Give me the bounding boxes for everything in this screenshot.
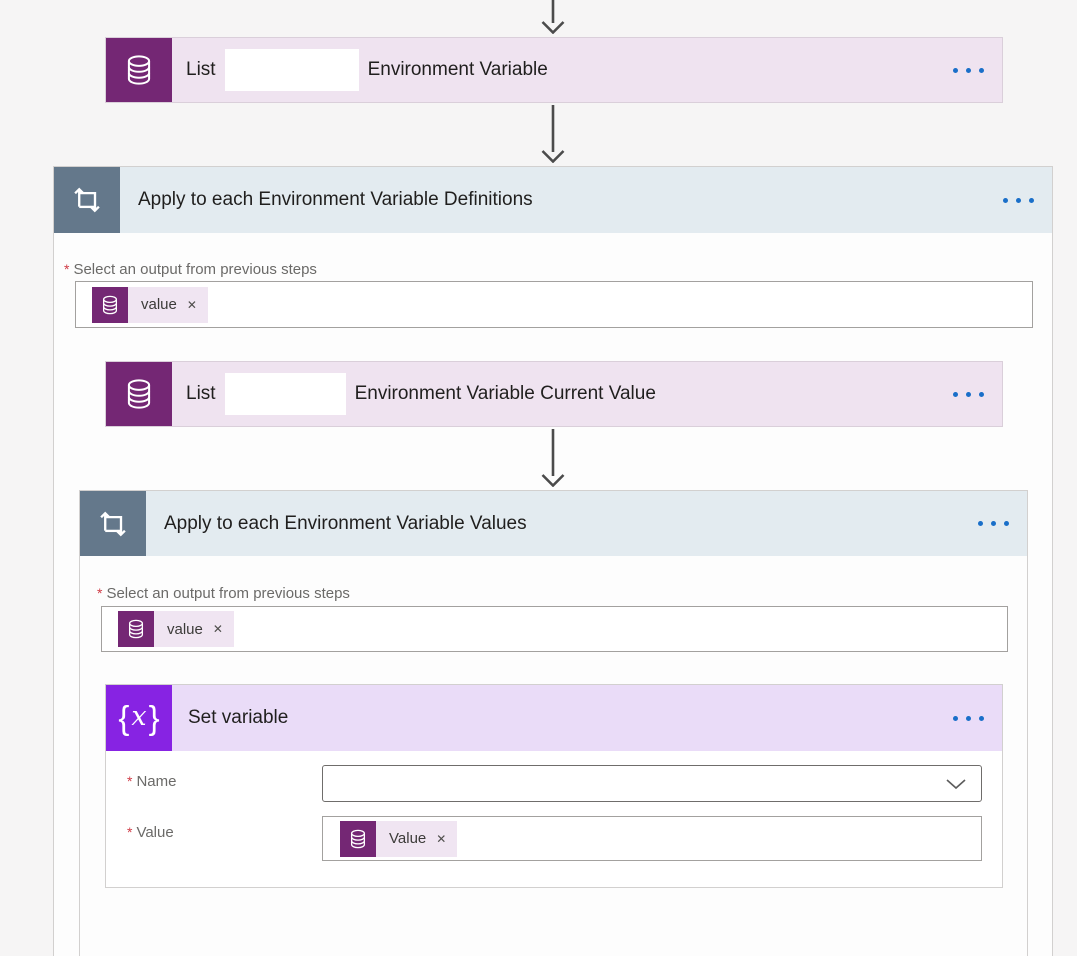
chevron-down-icon — [946, 778, 966, 789]
token-label: value — [141, 296, 177, 313]
apply-to-each-icon — [54, 167, 120, 233]
variable-name-select[interactable] — [322, 765, 982, 802]
loop1-value-token[interactable]: value ✕ — [92, 286, 208, 323]
loop2-value-token[interactable]: value ✕ — [118, 611, 234, 647]
apply-to-each-icon — [80, 491, 146, 556]
dataverse-icon — [106, 362, 172, 426]
set-variable-menu-button[interactable] — [946, 685, 990, 751]
action-title: List Environment Variable — [172, 38, 946, 102]
required-asterisk: * — [127, 773, 133, 789]
loop1-menu-button[interactable] — [996, 167, 1040, 233]
redacted-text-overlay — [224, 373, 346, 415]
action-title-prefix: List — [186, 383, 216, 404]
action-card-list-environment-variable[interactable]: List Environment Variable — [105, 37, 1003, 103]
remove-token-icon[interactable]: ✕ — [186, 297, 197, 312]
loop2-output-label: * Select an output from previous steps — [97, 585, 350, 602]
token-label: Value — [389, 830, 427, 847]
remove-token-icon[interactable]: ✕ — [436, 831, 447, 846]
dataverse-icon — [118, 611, 154, 647]
card2-menu-button[interactable] — [946, 362, 990, 426]
dataverse-icon — [340, 820, 376, 857]
action-card-list-environment-variable-current-value[interactable]: List Environment Variable Current Value — [105, 361, 1003, 427]
action-title-suffix: Environment Variable Current Value — [354, 383, 656, 404]
dataverse-icon — [106, 38, 172, 102]
action-title-suffix: Environment Variable — [367, 59, 548, 80]
set-variable-header[interactable]: {x} Set variable — [106, 685, 1002, 751]
loop2-output-input[interactable]: value ✕ — [101, 606, 1008, 652]
required-asterisk: * — [64, 261, 70, 277]
dataverse-icon — [92, 286, 128, 323]
variable-value-input[interactable]: Value ✕ — [322, 816, 982, 861]
apply-to-each-definitions-header[interactable]: Apply to each Environment Variable Defin… — [54, 167, 1052, 233]
card1-menu-button[interactable] — [946, 38, 990, 102]
action-title-prefix: List — [186, 59, 216, 80]
token-label: value — [167, 620, 203, 638]
apply-to-each-values-header[interactable]: Apply to each Environment Variable Value… — [80, 491, 1027, 556]
remove-token-icon[interactable]: ✕ — [212, 622, 223, 636]
connector-arrow — [541, 0, 565, 34]
value-token[interactable]: Value ✕ — [340, 820, 458, 857]
loop-title: Apply to each Environment Variable Value… — [164, 512, 527, 534]
action-title: List Environment Variable Current Value — [172, 362, 946, 426]
loop1-output-input[interactable]: value ✕ — [75, 281, 1033, 328]
connector-arrow — [541, 105, 565, 163]
required-asterisk: * — [97, 585, 103, 601]
required-asterisk: * — [127, 824, 133, 840]
variable-value-label: * Value — [127, 824, 174, 841]
action-title: Set variable — [188, 707, 289, 728]
loop-title: Apply to each Environment Variable Defin… — [138, 189, 533, 210]
redacted-text-overlay — [224, 49, 359, 91]
set-variable-icon: {x} — [106, 685, 172, 751]
variable-name-label: * Name — [127, 773, 177, 790]
loop2-menu-button[interactable] — [971, 491, 1015, 556]
loop1-output-label: * Select an output from previous steps — [64, 261, 317, 278]
